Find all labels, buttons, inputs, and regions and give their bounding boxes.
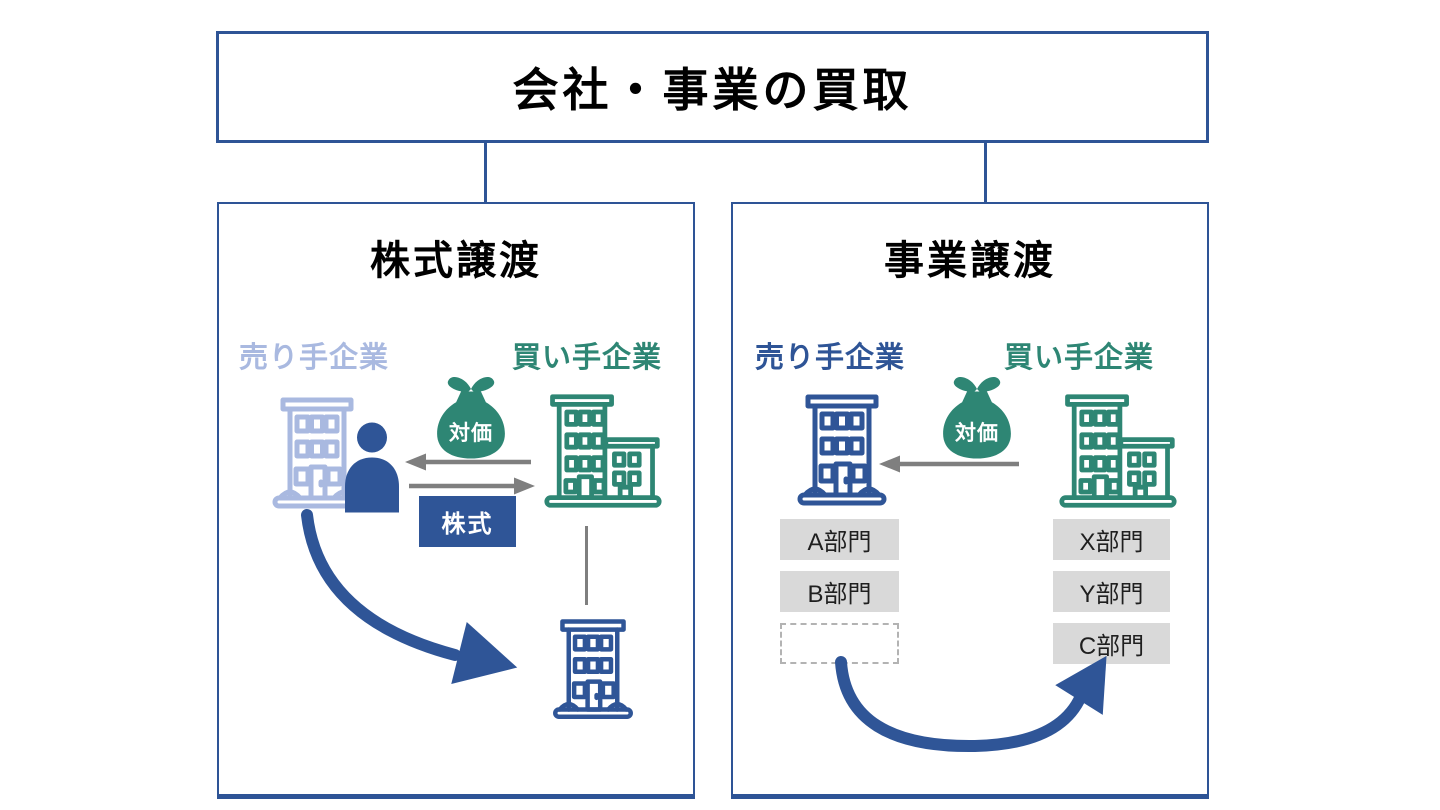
- buyer-division-box: X部門: [1053, 519, 1170, 560]
- buyer-division-box: Y部門: [1053, 571, 1170, 612]
- stock-box-label: 株式: [441, 511, 494, 538]
- ownership-transfer-curved-arrow-icon: [301, 509, 518, 685]
- division-transfer-curved-arrow-icon: [835, 655, 1107, 753]
- seller-division-label: A部門: [807, 529, 872, 556]
- subsidiary-building-icon: [548, 617, 638, 723]
- business-panel-title: 事業譲渡: [884, 239, 1056, 283]
- seller-division-label: B部門: [807, 581, 872, 608]
- seller-owner-person-icon: [342, 420, 402, 513]
- stock-buyer-label: 買い手企業: [512, 342, 663, 374]
- payment-arrow-left-icon: [879, 455, 1019, 473]
- stock-panel-title: 株式譲渡: [370, 239, 542, 283]
- money-bag-icon: 対価: [429, 375, 513, 461]
- stock-seller-label: 売り手企業: [239, 342, 390, 374]
- business-transfer-panel: 事業譲渡 売り手企業 買い手企業 対価 A部門 B部門 X部門 Y部門 C部: [731, 202, 1209, 799]
- tree-connector-right: [984, 143, 987, 203]
- money-bag-label: 対価: [955, 422, 999, 445]
- stock-transfer-panel: 株式譲渡 売り手企業 買い手企業 対価 株式: [217, 202, 695, 799]
- buyer-division-box: C部門: [1053, 623, 1170, 664]
- business-seller-label: 売り手企業: [755, 342, 906, 374]
- buyer-division-label: Y部門: [1079, 581, 1144, 608]
- main-title-box: 会社・事業の買取: [216, 31, 1209, 143]
- payment-arrow-left-icon: [405, 453, 531, 471]
- buyer-building-icon: [1058, 392, 1178, 510]
- money-bag-icon: 対価: [935, 375, 1019, 461]
- money-bag-label: 対価: [449, 422, 493, 445]
- page-title: 会社・事業の買取: [512, 64, 913, 116]
- buyer-division-label: X部門: [1079, 529, 1144, 556]
- parent-subsidiary-line: [585, 526, 588, 605]
- seller-building-icon: [791, 392, 893, 510]
- stock-label-box: 株式: [419, 496, 516, 547]
- tree-connector-left: [484, 143, 487, 203]
- seller-division-box: B部門: [780, 571, 899, 612]
- stock-arrow-right-icon: [409, 477, 535, 495]
- buyer-building-icon: [543, 392, 663, 510]
- buyer-division-label: C部門: [1078, 633, 1145, 660]
- business-buyer-label: 買い手企業: [1004, 342, 1155, 374]
- seller-division-box: A部門: [780, 519, 899, 560]
